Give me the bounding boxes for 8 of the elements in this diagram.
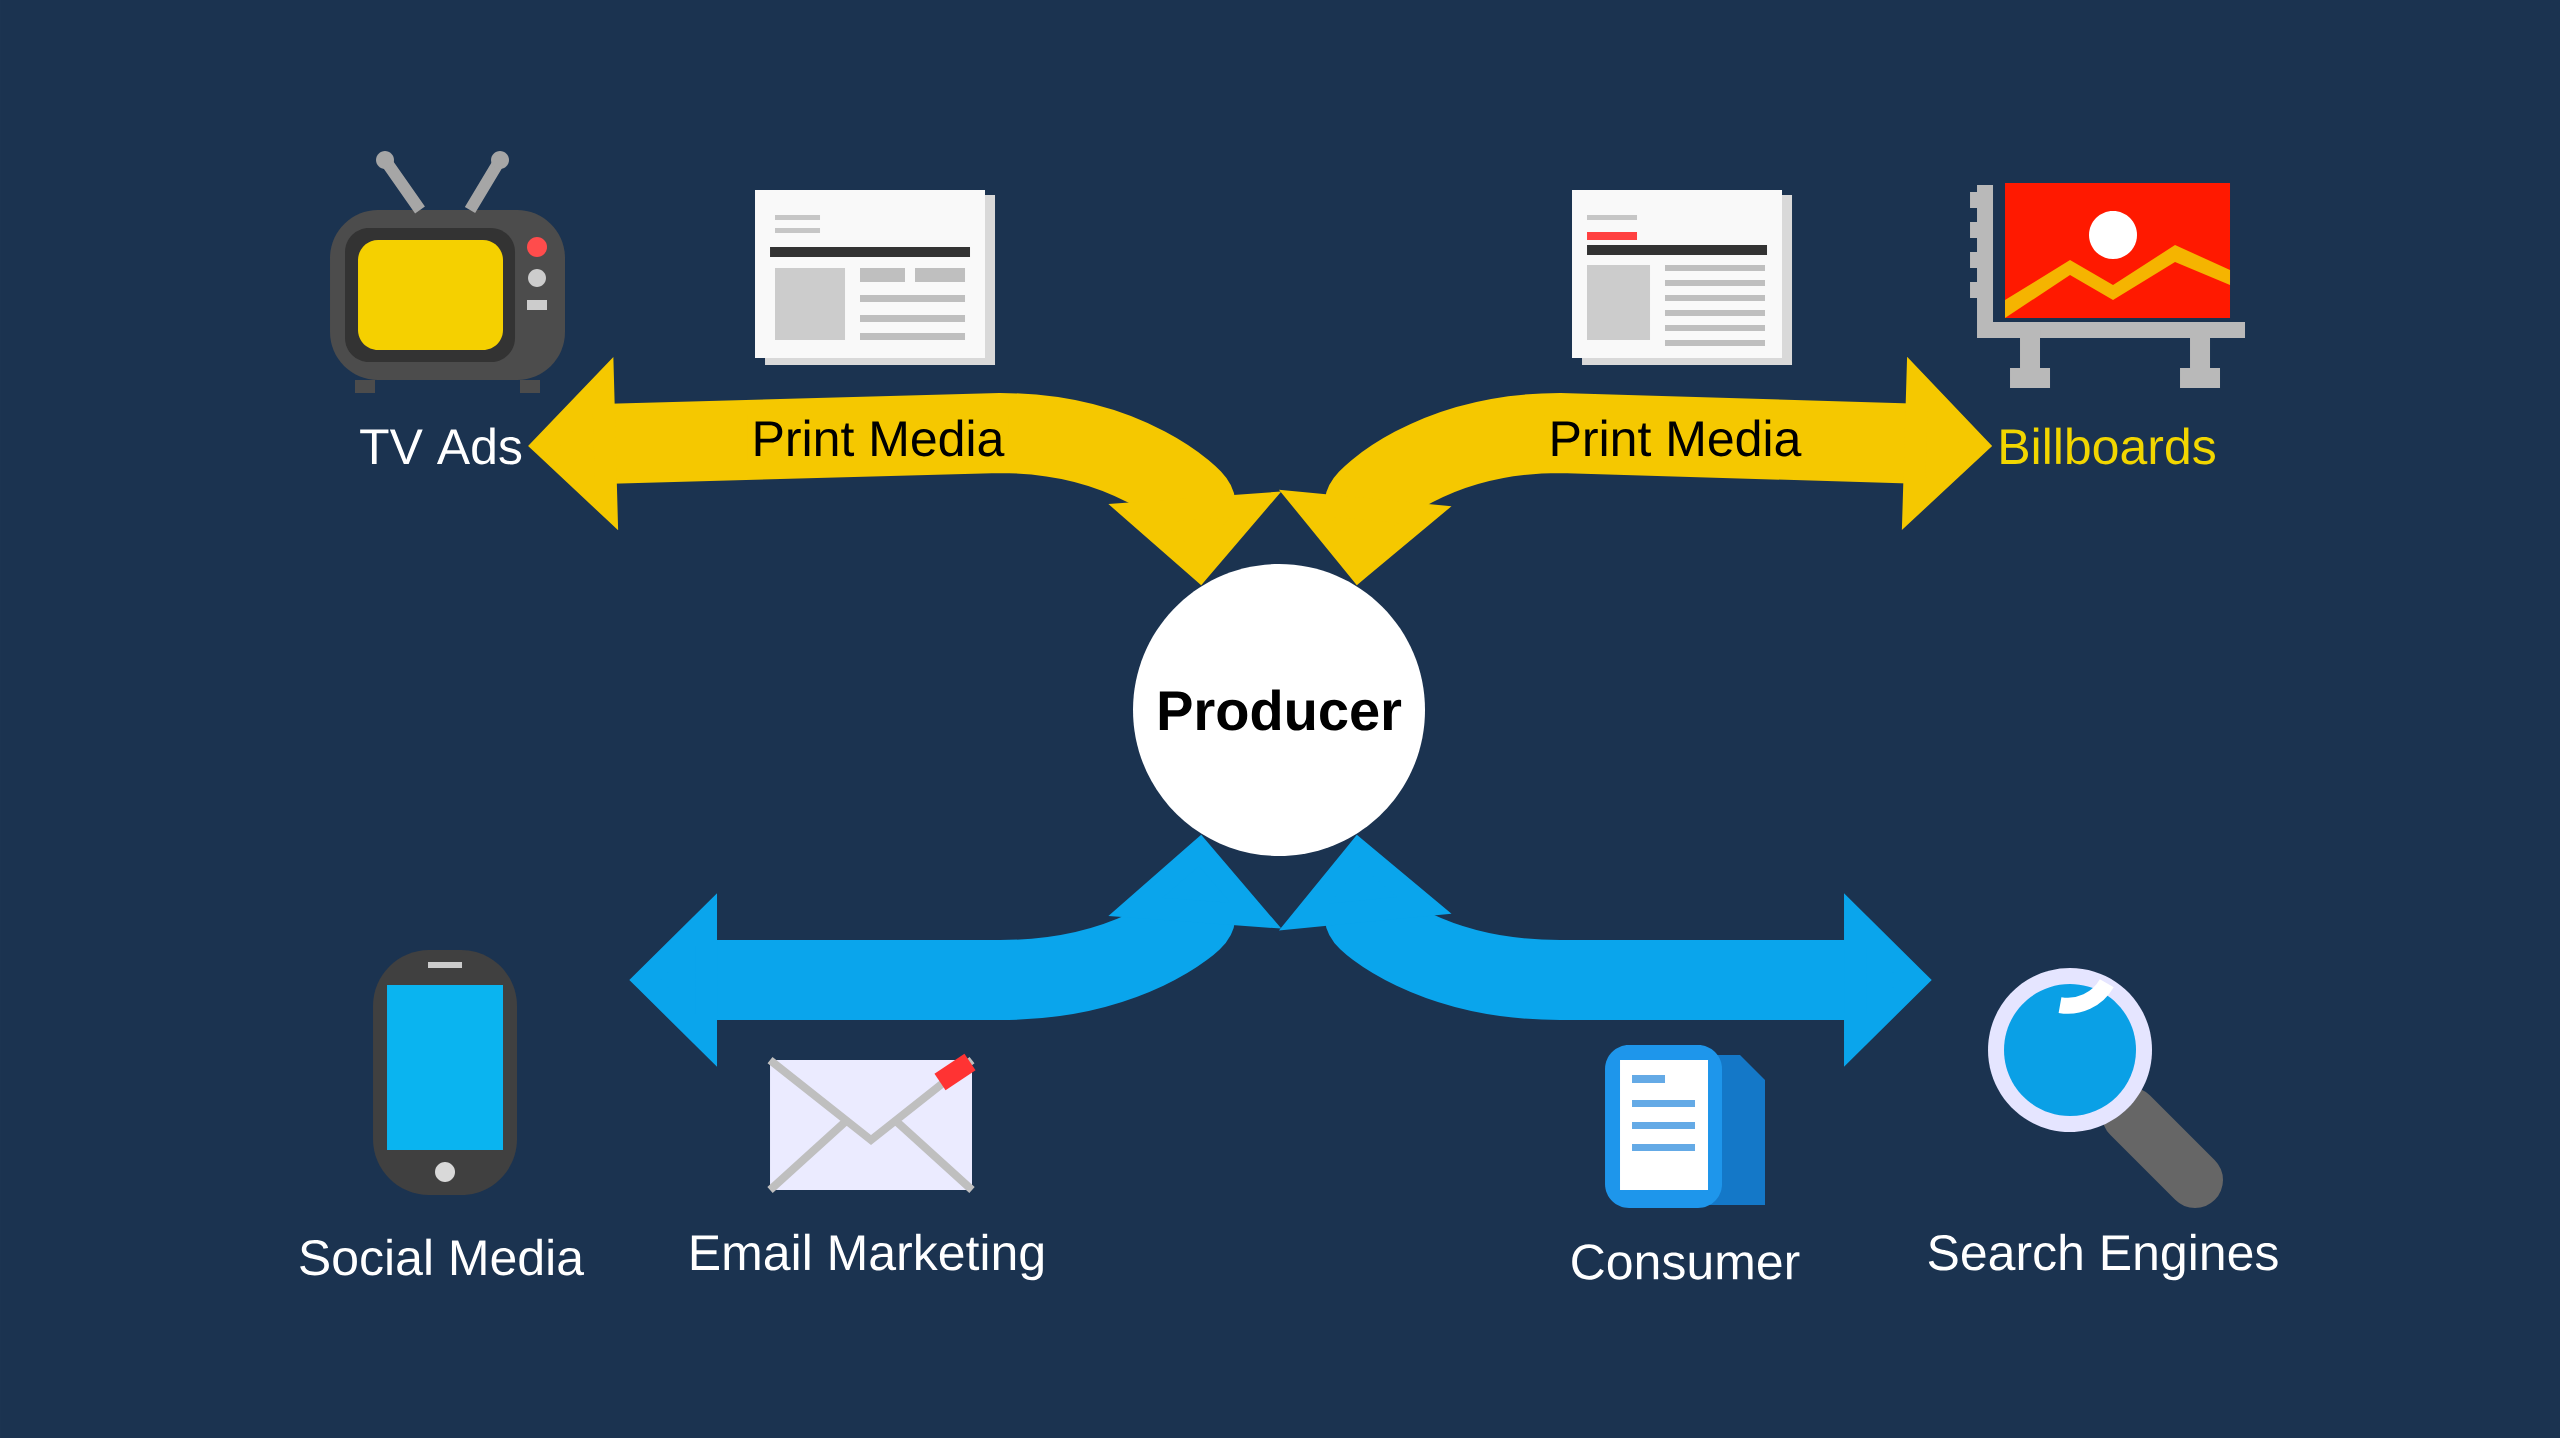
icon-label: Search Engines bbox=[1928, 1233, 2278, 1281]
edge-label: Print Media bbox=[1544, 415, 1806, 461]
edge-label: Print Media bbox=[747, 415, 1009, 461]
icon-label: TV Ads bbox=[360, 427, 522, 465]
icon-label: Billboards bbox=[2001, 427, 2215, 465]
icon-label: Consumer bbox=[1572, 1244, 1800, 1280]
icon-label: Email Marketing bbox=[691, 1233, 1043, 1281]
icon-label: Social Media bbox=[300, 1238, 584, 1276]
